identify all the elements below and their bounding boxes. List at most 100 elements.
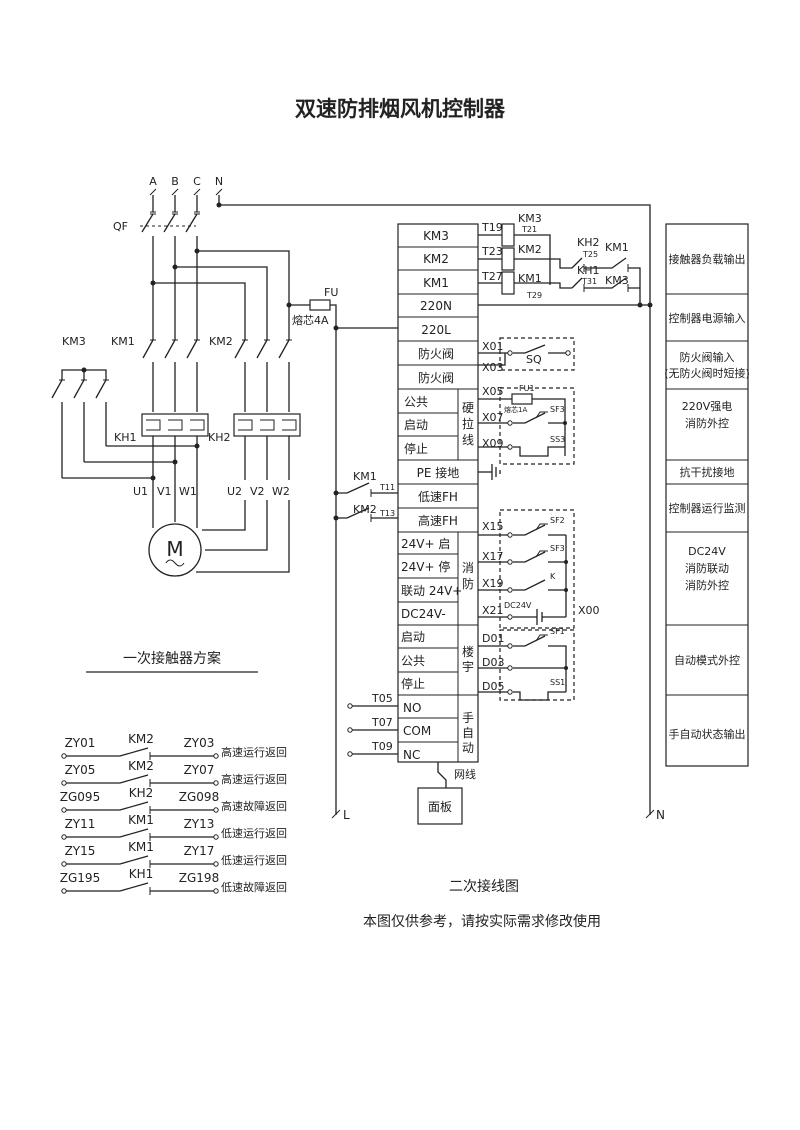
km1-interlock-label: KM1	[605, 241, 629, 254]
function-column: 接触器负载输出 控制器电源输入 防火阀输入 (无防火阀时短接) 220V强电 消…	[664, 223, 750, 767]
terminal-com: COM	[403, 724, 431, 738]
group-auto-1: 手	[462, 711, 474, 725]
coil-km2-label: KM2	[518, 243, 542, 256]
code-x05: X05	[482, 385, 504, 398]
km2-high-label: KM2	[353, 503, 377, 516]
contact-icon	[66, 882, 214, 892]
ss1-label: SS1	[550, 678, 565, 687]
feedback-left-code: ZY05	[65, 763, 96, 777]
feedback-contact-label: KM1	[128, 813, 154, 827]
contact-icon	[66, 801, 214, 811]
func-fire-external-2: 消防外控	[685, 578, 729, 592]
code-t23: T23	[481, 245, 503, 258]
terminal-no: NO	[403, 701, 421, 715]
func-load-output: 接触器负载输出	[669, 252, 746, 266]
motor-icon	[148, 523, 202, 577]
sf1-label: SF1	[550, 627, 565, 636]
func-power-input: 控制器电源输入	[669, 311, 746, 325]
terminal-icon	[213, 780, 219, 786]
func-damper-note: (无防火阀时短接)	[664, 366, 750, 380]
contact-icon	[66, 828, 214, 838]
feedback-right-code: ZY03	[184, 736, 215, 750]
terminal-bldg-start: 启动	[401, 630, 425, 644]
code-t05: T05	[371, 692, 393, 705]
page-title: 双速防排烟风机控制器	[295, 97, 506, 121]
code-t27: T27	[481, 270, 503, 283]
feedback-right-code: ZG098	[179, 790, 219, 804]
km3-primary-label: KM3	[62, 335, 86, 348]
feedback-left-code: ZG195	[60, 871, 100, 885]
primary-circuit: A B C N QF FU 熔芯4A KM1	[51, 175, 653, 815]
terminal-km2: KM2	[423, 252, 449, 266]
contact-icon	[66, 747, 214, 757]
km1-primary-label: KM1	[111, 335, 135, 348]
km2-primary-label: KM2	[209, 335, 233, 348]
code-t09: T09	[371, 740, 393, 753]
terminal-pe: PE 接地	[417, 465, 460, 480]
func-fire-link: 消防联动	[685, 561, 729, 575]
terminal-stop: 停止	[404, 441, 428, 456]
group-fire-2: 防	[462, 576, 474, 591]
func-dc24v: DC24V	[688, 545, 726, 558]
terminal-icon	[213, 753, 219, 759]
network-cable-label: 网线	[454, 767, 476, 781]
terminal-u1: U1	[133, 485, 148, 498]
control-wiring-left: KM1 T11 KM2 T13 T05 T07 T09 L N 网线 面板	[331, 470, 665, 825]
contact-icon	[66, 774, 214, 784]
terminal-icon	[213, 888, 219, 894]
terminal-link-24v: 联动 24V+	[401, 584, 462, 598]
func-ground: 抗干扰接地	[680, 465, 735, 479]
code-x01: X01	[482, 340, 504, 353]
terminal-24v-stop: 24V+ 停	[401, 559, 450, 574]
fu-spec: 熔芯4A	[292, 313, 329, 327]
coil-km1-label: KM1	[518, 272, 542, 285]
feedback-description: 高速故障返回	[221, 799, 287, 813]
dc24v-label: DC24V	[504, 601, 532, 610]
terminal-220n: 220N	[420, 299, 452, 313]
fu1-label: FU1	[519, 384, 535, 393]
feedback-contact-label: KH2	[129, 786, 154, 800]
func-auto-mode: 自动模式外控	[674, 653, 740, 667]
code-d03: D03	[482, 656, 504, 669]
fu1-spec: 熔芯1A	[504, 405, 527, 414]
terminal-common: 公共	[404, 395, 428, 409]
sf3-label: SF3	[550, 405, 565, 414]
k-label: K	[550, 572, 556, 581]
terminal-icon	[61, 780, 67, 786]
kh2-right-label: KH2	[577, 236, 599, 249]
km1-low-label: KM1	[353, 470, 377, 483]
phase-label-n: N	[215, 175, 223, 188]
terminal-nc: NC	[403, 748, 420, 762]
func-fire-external: 消防外控	[685, 416, 729, 430]
group-fire-1: 消	[462, 561, 474, 575]
terminal-dc24v-neg: DC24V-	[401, 607, 446, 621]
terminal-bldg-stop: 停止	[401, 676, 425, 691]
kh1-primary-label: KH1	[114, 431, 136, 444]
phase-label-b: B	[171, 175, 179, 188]
group-auto-3: 动	[462, 741, 474, 755]
func-status-output: 手自动状态输出	[669, 727, 746, 741]
fu-label: FU	[324, 286, 338, 299]
feedback-description: 高速运行返回	[221, 745, 287, 759]
group-hardwire-2: 拉	[462, 416, 474, 431]
code-t13: T13	[379, 509, 395, 518]
control-wiring-right: T19 KM3 T21 T23 KM2 T25 KH2 KM1 T27 KM1 …	[478, 212, 650, 701]
code-x17: X17	[482, 550, 504, 563]
feedback-contact-label: KM1	[128, 840, 154, 854]
sq-label: SQ	[526, 353, 542, 366]
motor-symbol: M	[166, 537, 183, 561]
terminal-start: 启动	[404, 418, 428, 432]
primary-caption: 一次接触器方案	[123, 650, 221, 667]
terminal-icon	[213, 834, 219, 840]
code-t25: T25	[582, 250, 598, 259]
func-220v-strong: 220V强电	[682, 400, 733, 413]
phase-label-a: A	[149, 175, 157, 188]
code-t11: T11	[379, 483, 395, 492]
feedback-right-code: ZY13	[184, 817, 215, 831]
sf2-label: SF2	[550, 516, 565, 525]
feedback-contact-label: KM2	[128, 732, 154, 746]
code-x07: X07	[482, 411, 504, 424]
terminal-icon	[61, 807, 67, 813]
code-x09: X09	[482, 437, 504, 450]
